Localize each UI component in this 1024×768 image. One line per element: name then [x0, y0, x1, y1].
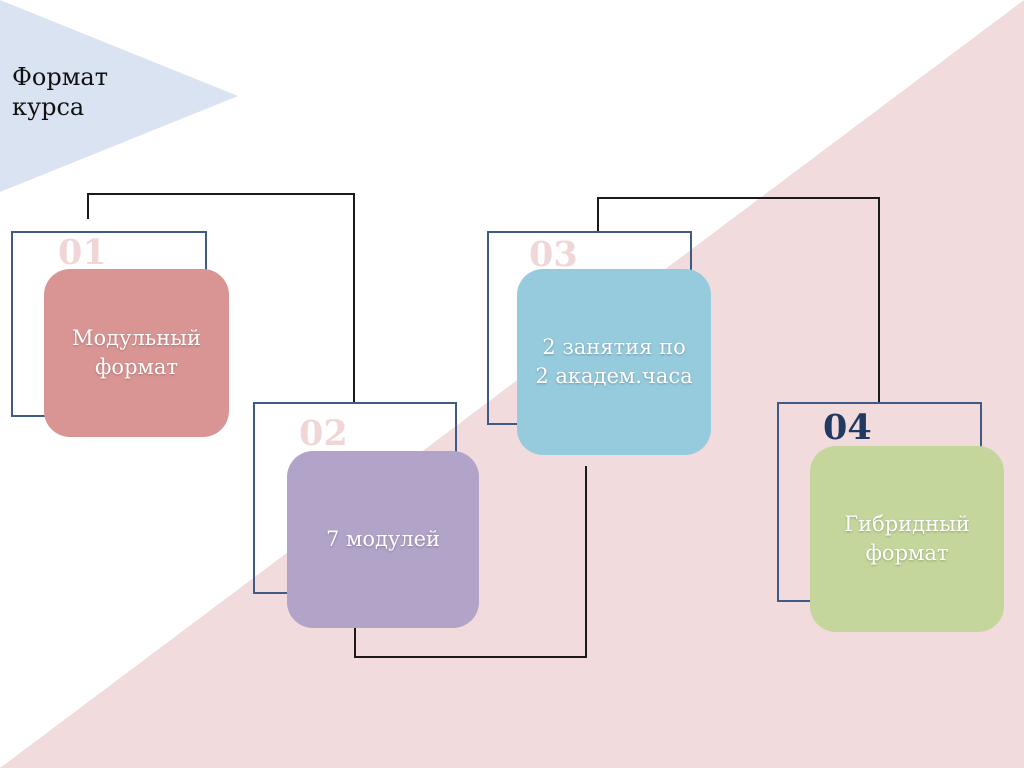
- step-04-number: 04: [823, 407, 872, 448]
- step-01-text-line-1: Модульный: [72, 326, 201, 350]
- step-03-text-line-1: 2 занятия по: [542, 335, 686, 359]
- step-01-card: Модульный формат: [44, 269, 229, 437]
- step-04-text-line-1: Гибридный: [844, 512, 970, 536]
- step-02-number: 02: [299, 413, 348, 454]
- page-title-line-1: Формат: [12, 63, 108, 91]
- step-03-card: 2 занятия по 2 академ.часа: [517, 269, 711, 455]
- page-title-line-2: курса: [12, 93, 85, 121]
- step-03-number: 03: [529, 234, 578, 275]
- step-04-card: Гибридный формат: [810, 446, 1004, 632]
- step-03-text-line-2: 2 академ.часа: [535, 364, 693, 388]
- connector-02-03: [354, 466, 587, 658]
- step-02-text-line-1: 7 модулей: [325, 527, 441, 551]
- step-01-number: 01: [58, 232, 107, 273]
- step-01-text-line-2: формат: [95, 355, 178, 379]
- top-left-blue-triangle: [0, 0, 238, 192]
- connector-01-02: [87, 193, 355, 402]
- step-02-card: 7 модулей: [287, 451, 479, 628]
- connector-03-04: [597, 197, 880, 403]
- page-title: Формат курса: [12, 62, 172, 122]
- step-04-text-line-2: формат: [865, 541, 949, 565]
